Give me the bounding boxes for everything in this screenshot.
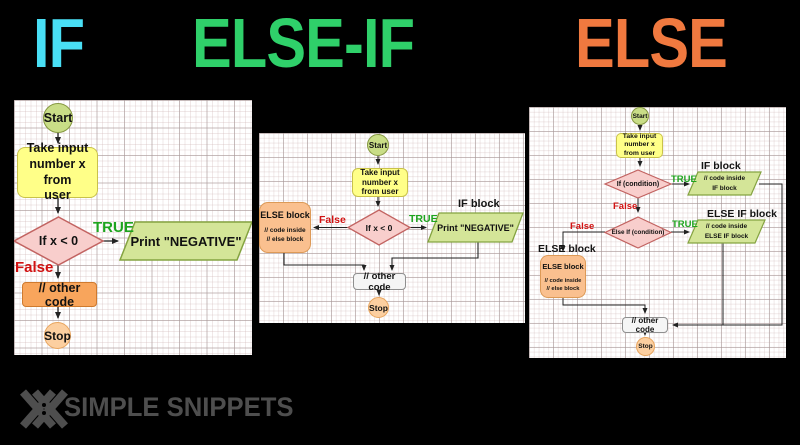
stop-node: Stop: [368, 297, 389, 318]
title-if: IF: [33, 4, 85, 82]
else-block-node: ELSE block // code inside // else block: [259, 202, 311, 253]
start-node: Start: [367, 134, 389, 156]
else-if-decision-diamond: [603, 216, 673, 249]
if-block-parallelogram: [687, 171, 762, 196]
condition-text: If x < 0: [38, 234, 79, 248]
decision-diamond: [14, 216, 105, 266]
print-parallelogram: [118, 221, 252, 261]
title-else: ELSE: [575, 4, 728, 82]
else-connector-layer: [560, 125, 783, 336]
start-node: Start: [631, 107, 649, 125]
false-label-1: False: [613, 201, 638, 212]
if-connector-layer: [14, 133, 252, 319]
else-block-label: ELSE block: [538, 243, 596, 255]
if-decision-diamond: [603, 169, 673, 199]
else-block-node: ELSE block // code inside // else block: [540, 255, 586, 298]
true-label-2: TRUE: [672, 219, 698, 230]
start-node: Start: [43, 103, 73, 133]
input-node: Take input number x from user: [352, 168, 408, 197]
panel-if: Start Take input number x from user If x…: [14, 100, 252, 355]
input-node: Take input number x from user: [17, 141, 98, 202]
print-parallelogram: [427, 212, 524, 243]
true-label-1: TRUE: [671, 174, 697, 185]
else-if-connector-layer: [283, 156, 524, 296]
true-label: TRUE: [409, 213, 438, 225]
else-block-body: // code inside // else block: [264, 227, 306, 243]
else-connectors: [560, 125, 783, 336]
else-if-block-label: ELSE IF block: [707, 208, 778, 220]
if-connectors: [55, 133, 119, 319]
input-node: Take input number x from user: [616, 133, 663, 158]
if-condition-text: If (condition): [616, 180, 660, 188]
if-block-body: // code inside IF block: [703, 175, 746, 192]
panel-else: Start Take input number x from user If (…: [529, 107, 786, 358]
stop-node: Stop: [44, 322, 71, 349]
else-block-body: // code inside // else block: [544, 278, 582, 293]
else-if-condition-text: Else If (condition): [611, 229, 665, 236]
if-block-label: IF block: [701, 160, 741, 172]
other-code-node: // other code: [353, 271, 406, 293]
stop-node: Stop: [636, 337, 655, 356]
other-code-node: // other code: [22, 281, 97, 309]
condition-text: If x < 0: [365, 222, 393, 233]
simple-snippets-logo-icon: [20, 389, 68, 429]
print-text: Print "NEGATIVE": [437, 222, 514, 233]
simple-snippets-logo-text: SIMPLE SNIPPETS: [64, 392, 294, 422]
else-block-title: ELSE block: [260, 210, 310, 220]
decision-diamond: [346, 209, 412, 246]
other-code-node: // other code: [622, 316, 668, 334]
false-label: False: [15, 259, 54, 276]
else-block-title: ELSE block: [542, 262, 584, 271]
false-label: False: [319, 214, 346, 226]
true-label: TRUE: [93, 219, 134, 236]
if-block-label: IF block: [458, 198, 500, 210]
title-else-if: ELSE-IF: [192, 4, 415, 82]
false-label-2: False: [570, 221, 595, 232]
else-if-connectors: [283, 156, 479, 296]
else-if-block-parallelogram: [687, 219, 766, 244]
print-text: Print "NEGATIVE": [130, 233, 242, 249]
else-if-block-body: // code inside ELSE IF block: [704, 223, 749, 240]
panel-else-if: Start Take input number x from user If x…: [259, 133, 525, 323]
